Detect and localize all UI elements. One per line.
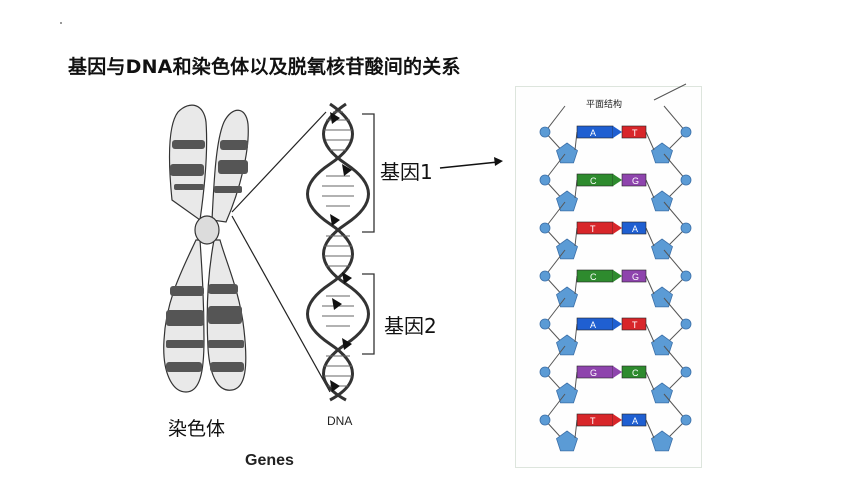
- base-left-notch: [613, 366, 622, 378]
- dna-helix: [306, 102, 370, 402]
- phosphate-right: [680, 174, 692, 186]
- zoom-lines: [231, 111, 331, 393]
- base-left-letter: T: [590, 224, 596, 234]
- sugar-left: [556, 430, 578, 452]
- sugar-right: [651, 430, 673, 452]
- phosphate-left: [539, 174, 551, 186]
- base-right-letter: T: [632, 320, 638, 330]
- phosphate-left: [539, 414, 551, 426]
- base-left-letter: A: [590, 320, 596, 330]
- phosphate-left: [539, 222, 551, 234]
- base-right: [621, 365, 647, 379]
- base-left-letter: C: [590, 176, 597, 186]
- sugar-left: [556, 238, 578, 260]
- base-left-notch: [613, 414, 622, 426]
- phosphate-left: [539, 366, 551, 378]
- base-left-letter: G: [590, 368, 597, 378]
- genes-label: Genes: [245, 452, 294, 469]
- base-left-letter: C: [590, 272, 597, 282]
- base-right: [621, 413, 647, 427]
- base-left-notch: [613, 318, 622, 330]
- gene2-label: 基因2: [384, 314, 437, 338]
- base-left-notch: [613, 126, 622, 138]
- phosphate-right: [680, 270, 692, 282]
- phosphate-left: [539, 126, 551, 138]
- arrow-icon: [439, 157, 503, 169]
- decorative-dot: [60, 22, 62, 24]
- gene2-bracket: [362, 273, 375, 355]
- planar-structure-title: 平面结构: [586, 100, 623, 110]
- phosphate-right: [680, 222, 692, 234]
- base-left-notch: [613, 222, 622, 234]
- base-right-letter: T: [632, 128, 638, 138]
- chromosome-bands: [166, 140, 248, 372]
- base-right: [621, 317, 647, 331]
- phosphate-right: [680, 318, 692, 330]
- phosphate-right: [680, 414, 692, 426]
- sugar-left: [556, 382, 578, 404]
- base-right-letter: A: [632, 416, 638, 426]
- base-right: [621, 221, 647, 235]
- base-left-letter: A: [590, 128, 596, 138]
- chromosome-label: 染色体: [168, 418, 226, 440]
- base-right: [621, 269, 647, 283]
- page-title: 基因与DNA和染色体以及脱氧核苷酸间的关系: [68, 56, 461, 78]
- phosphate-left: [539, 318, 551, 330]
- base-right-letter: A: [632, 224, 638, 234]
- base-left-notch: [613, 174, 622, 186]
- base-right: [621, 173, 647, 187]
- sugar-left: [556, 190, 578, 212]
- phosphate-left: [539, 270, 551, 282]
- base-left-notch: [613, 270, 622, 282]
- gene1-label: 基因1: [380, 160, 433, 184]
- sugar-left: [556, 334, 578, 356]
- sugar-left: [556, 142, 578, 164]
- phosphate-right: [680, 126, 692, 138]
- base-right-letter: G: [632, 176, 639, 186]
- base-right-letter: G: [632, 272, 639, 282]
- base-left-letter: T: [590, 416, 596, 426]
- sugar-left: [556, 286, 578, 308]
- phosphate-right: [680, 366, 692, 378]
- base-right-letter: C: [632, 368, 639, 378]
- gene1-bracket: [362, 113, 375, 233]
- base-right: [621, 125, 647, 139]
- dna-label: DNA: [327, 414, 353, 428]
- chromosome-illustration: [163, 104, 249, 393]
